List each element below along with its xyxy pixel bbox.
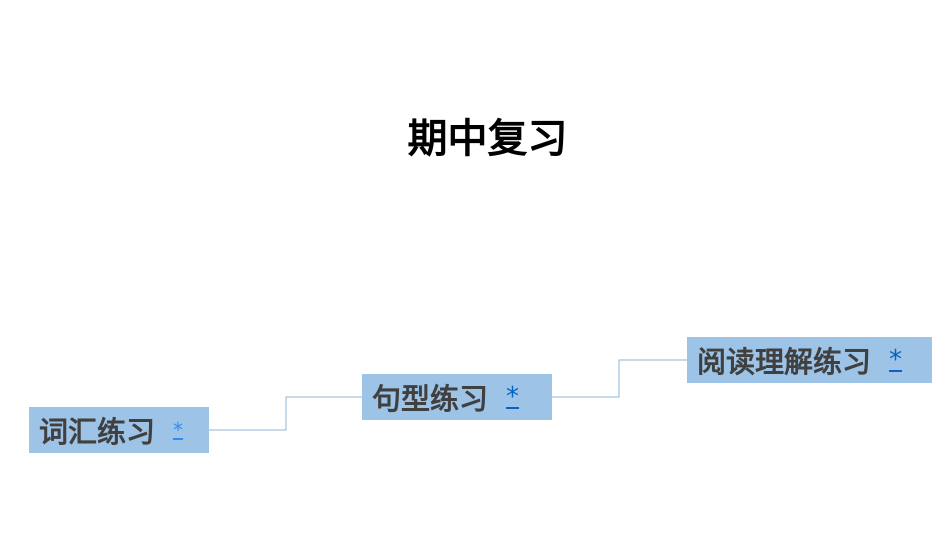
section-reading: 阅读理解练习 * bbox=[687, 337, 932, 383]
connector-1-2 bbox=[209, 396, 362, 431]
section-label: 句型练习 bbox=[372, 382, 489, 416]
section-label: 阅读理解练习 bbox=[697, 345, 872, 379]
connector-2-3 bbox=[552, 359, 687, 398]
section-sentence: 句型练习 * bbox=[362, 374, 552, 420]
section-label: 词汇练习 bbox=[39, 415, 156, 449]
section-link[interactable]: * bbox=[173, 418, 184, 442]
page-title: 期中复习 bbox=[407, 116, 568, 162]
section-vocabulary: 词汇练习 * bbox=[29, 407, 209, 453]
section-link[interactable]: * bbox=[506, 382, 520, 412]
section-link[interactable]: * bbox=[889, 345, 903, 375]
